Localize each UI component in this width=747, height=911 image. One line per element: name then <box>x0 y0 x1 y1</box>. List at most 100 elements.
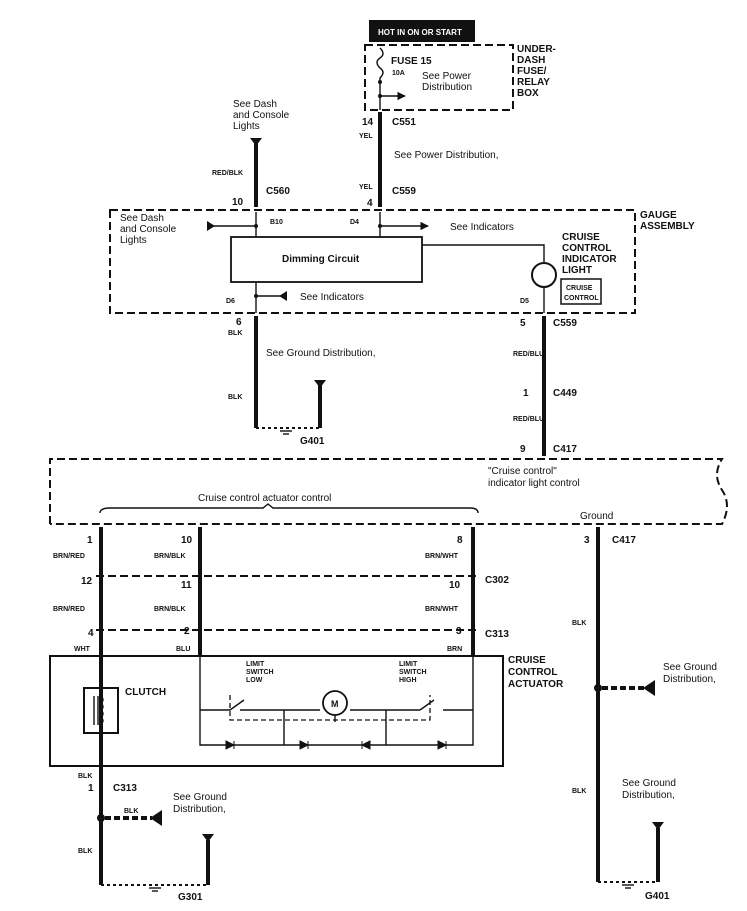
svg-text:10: 10 <box>181 535 193 546</box>
bracket <box>99 503 479 514</box>
connector-c560: C560 <box>266 186 290 197</box>
svg-text:ACTUATOR: ACTUATOR <box>508 679 564 690</box>
svg-text:2: 2 <box>184 626 190 637</box>
clutch-label: CLUTCH <box>125 687 166 698</box>
see-power-text-2: Distribution <box>422 82 472 93</box>
connector-c313: C313 <box>113 783 137 794</box>
indicator-bulb-icon <box>531 262 557 288</box>
svg-text:FUSE/: FUSE/ <box>517 66 547 77</box>
fuse-box-title: UNDER-DASH FUSE/RELAY BOX <box>517 44 556 99</box>
svg-text:BRN/WHT: BRN/WHT <box>425 553 459 560</box>
svg-text:HIGH: HIGH <box>399 677 417 684</box>
wire-color-label: RED/BLU <box>513 351 544 358</box>
svg-text:BRN/WHT: BRN/WHT <box>425 606 459 613</box>
svg-text:See Dash: See Dash <box>120 213 164 224</box>
wire-color-label: RED/BLU <box>513 416 544 423</box>
svg-text:BRN/BLK: BRN/BLK <box>154 606 186 613</box>
connector-c559: C559 <box>392 186 416 197</box>
pin-label: 6 <box>236 317 242 328</box>
svg-text:RELAY: RELAY <box>517 77 550 88</box>
diode-icons <box>225 740 448 750</box>
svg-text:BRN: BRN <box>447 646 462 653</box>
svg-text:LIGHT: LIGHT <box>562 265 592 276</box>
terminal-d6: D6 <box>226 298 235 305</box>
svg-text:and Console: and Console <box>120 224 177 235</box>
see-ground-distribution: See Ground <box>663 662 717 673</box>
actuator-control-label: Cruise control actuator control <box>198 493 331 504</box>
svg-text:WHT: WHT <box>74 646 91 653</box>
fuse-15-icon <box>376 47 384 110</box>
under-dash-fuse-box <box>364 44 514 111</box>
svg-text:CONTROL: CONTROL <box>562 243 611 254</box>
see-ground-distribution: See Ground <box>622 778 676 789</box>
gauge-assembly-title-2: ASSEMBLY <box>640 221 695 232</box>
wire-color-label: YEL <box>359 184 373 191</box>
ground-g301: G301 <box>178 892 203 903</box>
indicator-control-label-2: indicator light control <box>488 478 580 489</box>
see-ground-distribution: See Ground Distribution, <box>266 348 376 359</box>
terminal-d5: D5 <box>520 298 529 305</box>
ground-g401: G401 <box>645 891 670 902</box>
wire-color-label: BLK <box>78 773 92 780</box>
fuse-label: FUSE 15 <box>391 56 432 67</box>
svg-text:4: 4 <box>88 628 94 639</box>
dimming-circuit-label: Dimming Circuit <box>282 254 360 265</box>
cruise-control-actuator-box <box>49 655 504 767</box>
wire-color-label: BLK <box>124 808 138 815</box>
pin-label: 5 <box>520 318 526 329</box>
ground-symbol-icon <box>622 884 634 889</box>
ground-symbol-icon <box>280 430 292 435</box>
svg-text:CRUISE: CRUISE <box>566 285 593 292</box>
wire-color-label: BLK <box>572 788 586 795</box>
svg-text:LOW: LOW <box>246 677 263 684</box>
connector-c417: C417 <box>553 444 577 455</box>
wire-color-label: BLK <box>228 330 242 337</box>
connector-c302: C302 <box>485 575 509 586</box>
svg-text:CRUISE: CRUISE <box>508 655 546 666</box>
see-ground-distribution-2: Distribution, <box>622 790 675 801</box>
connector-c417: C417 <box>612 535 636 546</box>
see-power-distribution: See Power Distribution, <box>394 150 499 161</box>
svg-text:BLK: BLK <box>572 620 586 627</box>
svg-text:CONTROL: CONTROL <box>508 667 557 678</box>
svg-text:3: 3 <box>584 535 590 546</box>
svg-text:BOX: BOX <box>517 88 539 99</box>
pin-label: 14 <box>362 117 374 128</box>
svg-text:8: 8 <box>457 535 463 546</box>
control-unit-box <box>49 458 728 525</box>
svg-text:1: 1 <box>87 535 93 546</box>
svg-text:Lights: Lights <box>233 121 260 132</box>
pin-label: 4 <box>367 198 373 209</box>
ground-symbol-icon <box>149 887 161 892</box>
svg-text:Lights: Lights <box>120 235 147 246</box>
connector-c313: C313 <box>485 629 509 640</box>
svg-text:See Dash: See Dash <box>233 99 277 110</box>
motor-icon: M <box>322 690 348 716</box>
connector-c551: C551 <box>392 117 416 128</box>
svg-text:BLU: BLU <box>176 646 190 653</box>
svg-text:SWITCH: SWITCH <box>246 669 274 676</box>
svg-text:12: 12 <box>81 576 93 587</box>
wire-color-label: YEL <box>359 133 373 140</box>
see-indicators-text: See Indicators <box>450 222 514 233</box>
svg-text:3: 3 <box>456 626 462 637</box>
svg-text:LIMIT: LIMIT <box>246 661 265 668</box>
gauge-assembly-box <box>109 209 636 314</box>
svg-text:INDICATOR: INDICATOR <box>562 254 617 265</box>
svg-text:and Console: and Console <box>233 110 290 121</box>
ground-label: Ground <box>580 511 613 522</box>
svg-text:CRUISE: CRUISE <box>562 232 600 243</box>
pin-label: 1 <box>88 783 94 794</box>
see-ground-distribution-2: Distribution, <box>663 674 716 685</box>
svg-text:11: 11 <box>181 580 192 591</box>
svg-text:LIMIT: LIMIT <box>399 661 418 668</box>
svg-text:M: M <box>331 699 339 709</box>
terminal-d4: D4 <box>350 219 359 226</box>
harness-labels: 1 BRN/RED 12 BRN/RED 4 WHT 10 BRN/BLK 11… <box>53 535 590 653</box>
svg-text:UNDER-: UNDER- <box>517 44 556 55</box>
